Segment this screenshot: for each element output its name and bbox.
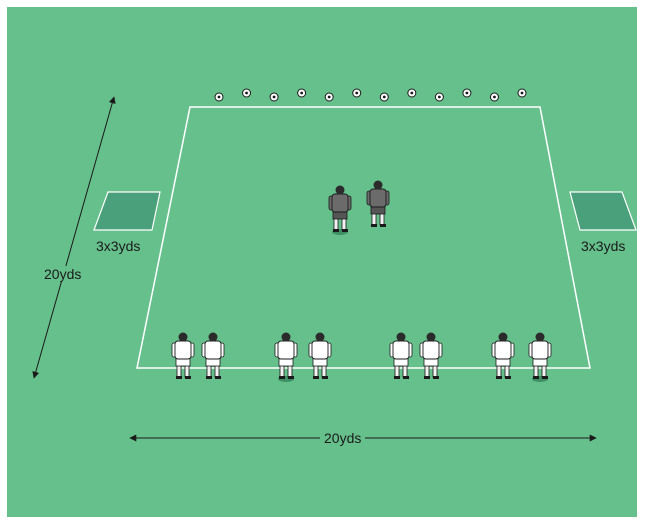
ball	[243, 89, 251, 97]
ball	[435, 93, 443, 101]
left-box-label: 3x3yds	[96, 238, 140, 254]
ball	[380, 93, 388, 101]
right-target-box	[570, 192, 636, 230]
players	[172, 181, 551, 383]
attacker-player	[309, 333, 331, 380]
ball	[518, 89, 526, 97]
ball	[298, 89, 306, 97]
depth-label: 20yds	[40, 266, 85, 282]
ball	[325, 93, 333, 101]
defender-player	[367, 181, 389, 228]
left-target-box	[94, 192, 160, 230]
attacker-player	[202, 333, 224, 380]
attacker-player	[275, 333, 297, 383]
attacker-player	[492, 333, 514, 380]
ball	[463, 89, 471, 97]
right-box-label: 3x3yds	[581, 238, 625, 254]
ball	[215, 93, 223, 101]
ball	[353, 89, 361, 97]
attacker-player	[390, 333, 412, 380]
attacker-player	[172, 333, 194, 380]
playing-area-outline	[137, 107, 590, 368]
ball	[408, 89, 416, 97]
attacker-player	[420, 333, 442, 380]
width-label: 20yds	[320, 430, 365, 446]
defender-player	[329, 186, 351, 236]
ball-row	[215, 89, 526, 101]
ball	[270, 93, 278, 101]
attacker-player	[529, 333, 551, 383]
ball	[490, 93, 498, 101]
